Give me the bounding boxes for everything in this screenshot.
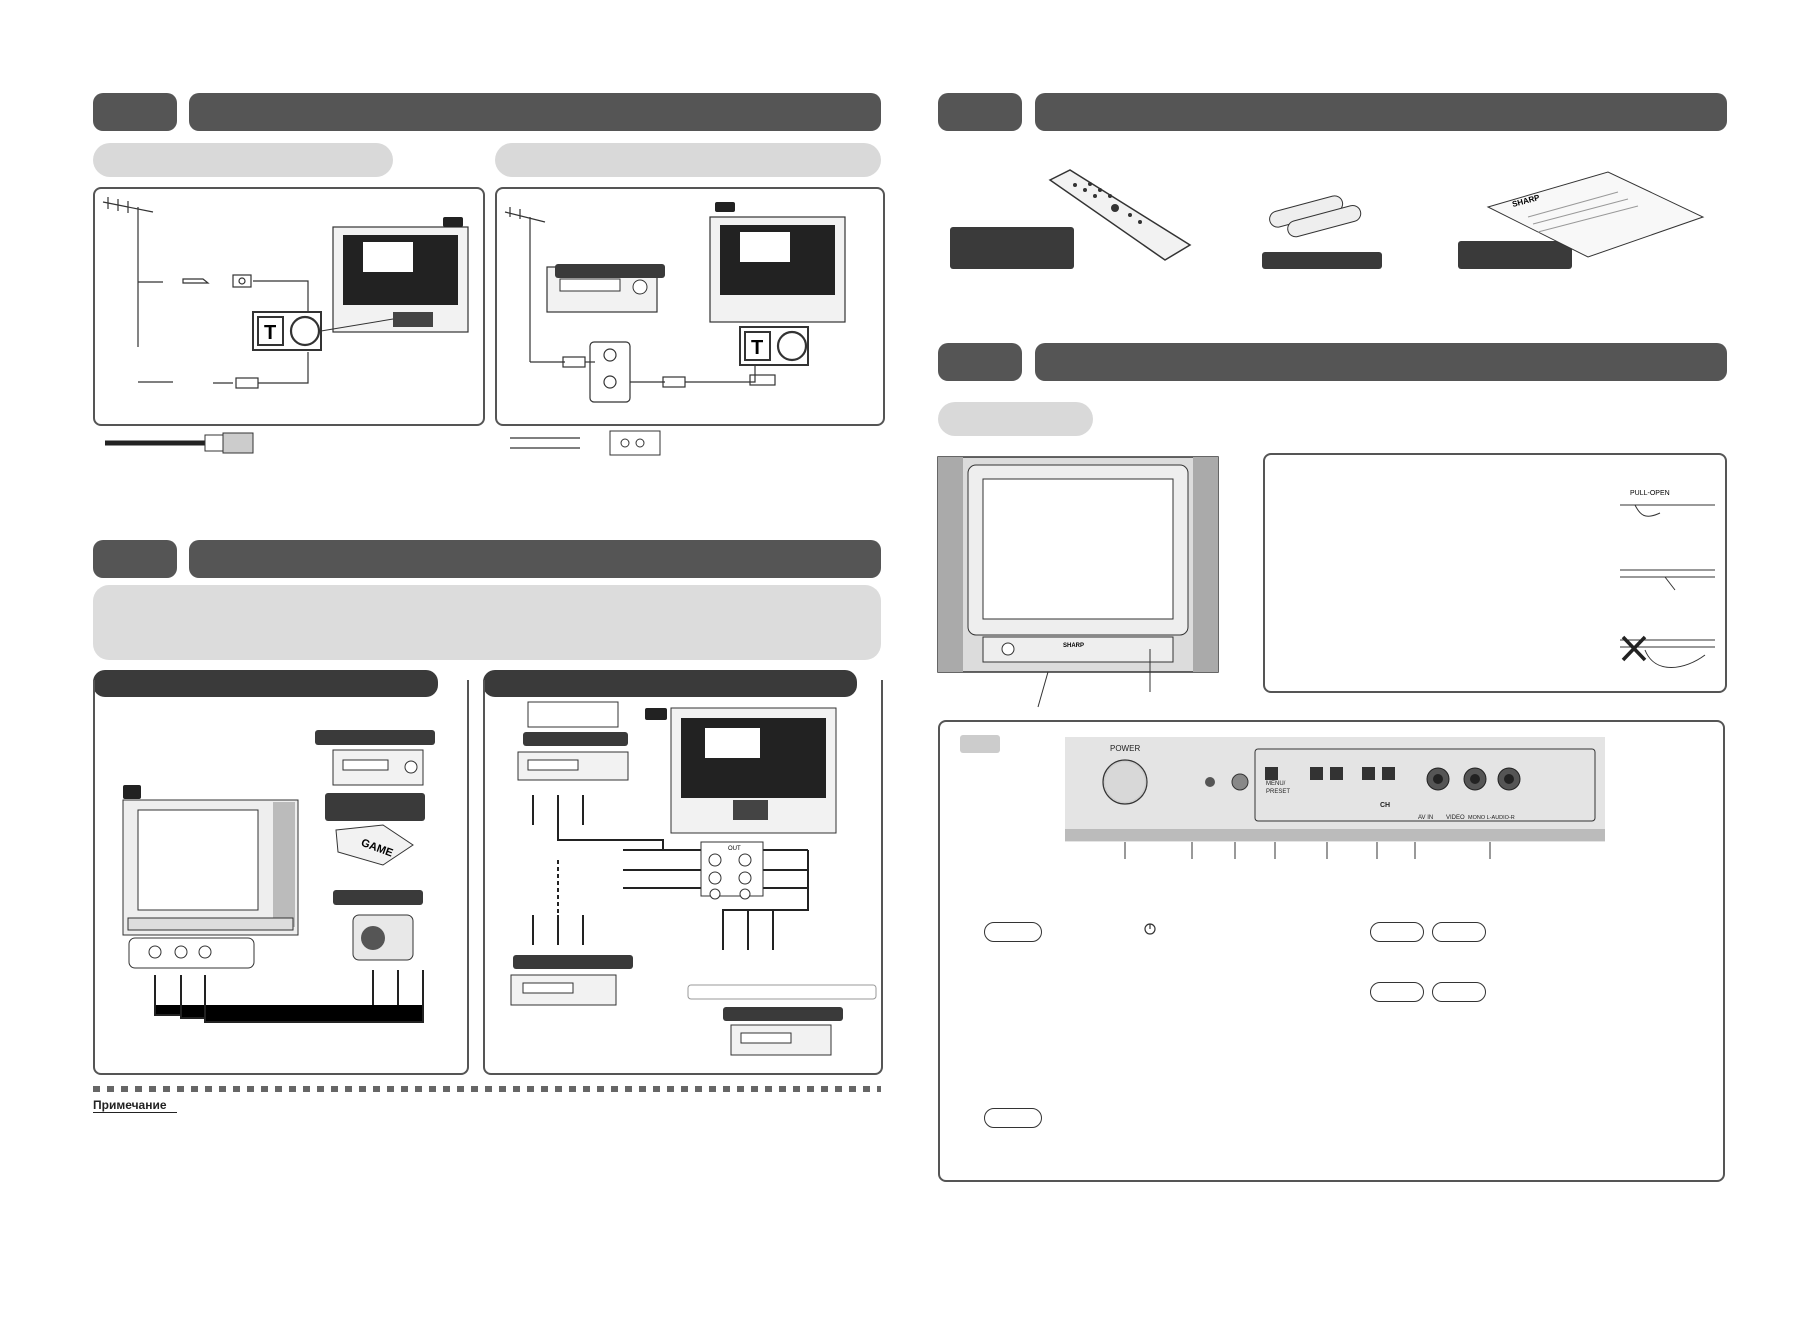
menu-button-legend [984, 1108, 1042, 1128]
ch-label: CH [1380, 802, 1391, 809]
section-4-subheader [938, 402, 1093, 436]
av-input-box [93, 680, 469, 1075]
section-3-tab [938, 93, 1022, 131]
coax-cable-illustration [105, 432, 254, 454]
pull-open-label: PULL-OPEN [1630, 490, 1670, 497]
antenna-diagram-1: T [102, 197, 469, 389]
menu-preset-label: MENU/ PRESET [1266, 781, 1291, 795]
channel-up-button-legend [1370, 982, 1424, 1002]
section-1a-subheader [93, 143, 393, 177]
section-1b-subheader [495, 143, 881, 177]
front-panel-illustration [1065, 737, 1605, 859]
video-label: VIDEO [1446, 815, 1465, 821]
av-output-diagram: OUT [510, 701, 877, 1056]
section-1-header [189, 93, 881, 131]
audio-label: MONO L-AUDIO-R [1468, 815, 1515, 821]
av-in-label: AV IN [1418, 815, 1434, 821]
section-2a-header [93, 670, 438, 697]
manual-label [1458, 241, 1572, 269]
volume-down-button-legend [1432, 922, 1486, 942]
note-label: Примечание [93, 1098, 177, 1113]
channel-down-button-legend [1432, 982, 1486, 1002]
svg-text:T: T [751, 337, 763, 359]
av-output-box [483, 680, 883, 1075]
section-2-intro-panel [93, 585, 881, 660]
section-2b-header [483, 670, 857, 697]
power-button-legend [984, 922, 1042, 942]
remote-control-illustration [1048, 169, 1192, 261]
batteries-illustration [1269, 195, 1362, 238]
power-label: POWER [1110, 744, 1141, 753]
door-open-instructions-box [1263, 453, 1727, 693]
svg-text:T: T [264, 322, 276, 344]
door-open-illustrations: PULL-OPEN [1620, 490, 1715, 668]
manual-illustration: SHARP [1486, 171, 1705, 258]
panel-tag [960, 735, 1000, 753]
power-symbol-icon [1144, 923, 1156, 935]
tv-brand: SHARP [1063, 643, 1084, 649]
section-4-tab [938, 343, 1022, 381]
av-input-diagram: GAME [122, 730, 435, 1023]
section-1-tab [93, 93, 177, 131]
out-jack-label: OUT [728, 846, 741, 852]
section-4-header [1035, 343, 1727, 381]
dotted-divider [93, 1086, 881, 1092]
remote-control-label [950, 227, 1074, 269]
section-2-header [189, 540, 881, 578]
feeder-cable-illustration [510, 430, 661, 456]
volume-up-button-legend [1370, 922, 1424, 942]
section-3-header [1035, 93, 1727, 131]
antenna-diagram-2: T [504, 202, 846, 403]
tv-front-illustration: SHARP [937, 456, 1219, 708]
section-2-tab [93, 540, 177, 578]
batteries-label [1262, 252, 1382, 269]
